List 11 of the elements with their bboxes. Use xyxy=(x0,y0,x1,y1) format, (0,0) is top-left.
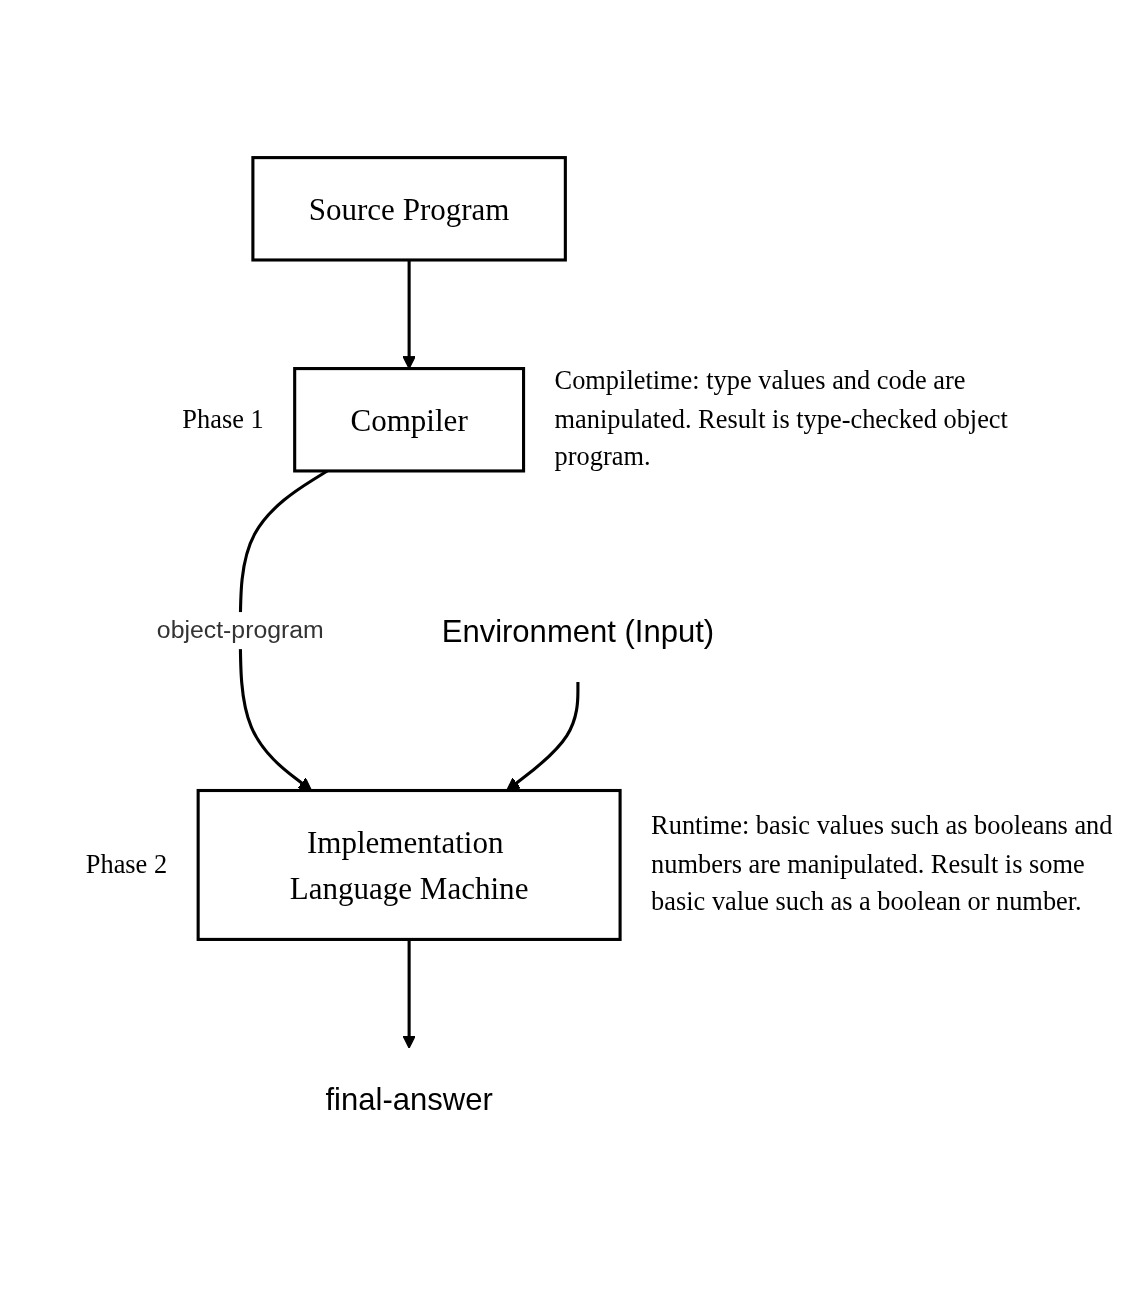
node-text: final-answer xyxy=(325,1082,493,1117)
description-text: Runtime: basic values such as booleans and numbers are manipulated. Result is some basic value such as a boolean or number. xyxy=(651,809,1114,919)
node-box: Source Program xyxy=(251,156,567,262)
node-box: Implementation Language Machine xyxy=(196,788,622,941)
phase-label: Phase 1 xyxy=(182,402,264,436)
phase-label: Phase 2 xyxy=(85,847,168,881)
node-box: Compiler xyxy=(293,367,526,473)
description-text: Compiletime: type values and code are manipulated. Result is type-checked object program. xyxy=(554,364,1009,474)
node-text: Environment (Input) xyxy=(441,613,715,648)
edge-label: object-program xyxy=(156,616,324,644)
arrow xyxy=(402,939,416,1049)
